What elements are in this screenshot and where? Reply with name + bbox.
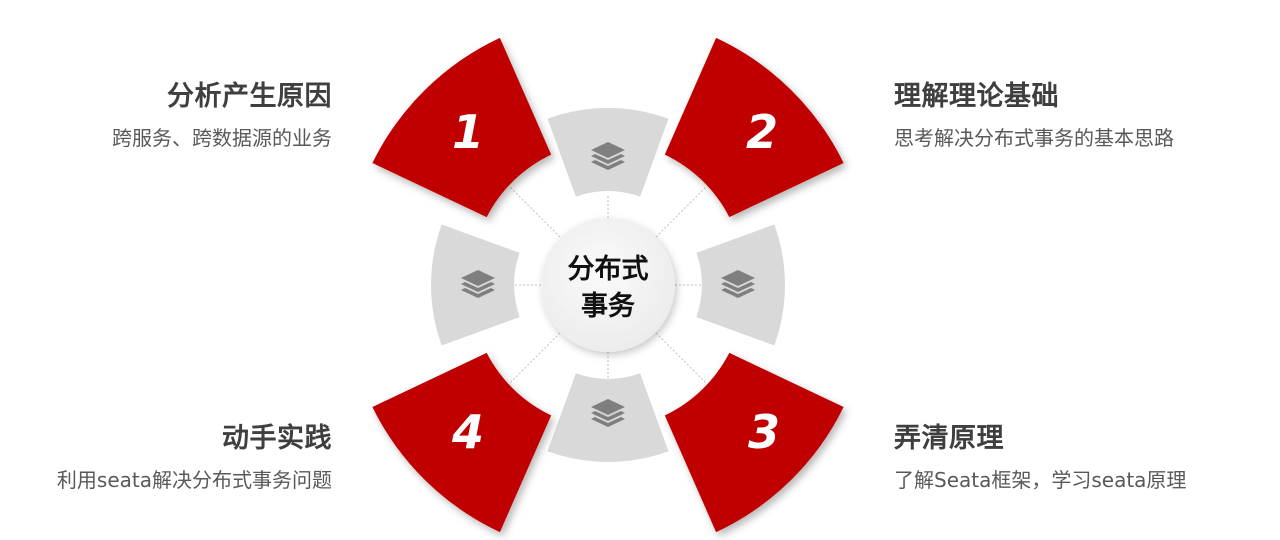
gray-segment-right (696, 224, 785, 346)
step-number-1: 1 (452, 105, 484, 159)
step-title: 分析产生原因 (167, 81, 332, 112)
step-title: 理解理论基础 (894, 81, 1059, 112)
step-description: 跨服务、跨数据源的业务 (112, 126, 332, 150)
step-label-2: 理解理论基础 思考解决分布式事务的基本思路 (894, 80, 1174, 152)
step-description: 利用seata解决分布式事务问题 (56, 468, 332, 492)
step-title: 动手实践 (222, 423, 332, 454)
step-number-4: 4 (451, 405, 484, 459)
step-segment-2[interactable]: 2 (664, 37, 844, 218)
gray-segment-bottom (547, 373, 669, 462)
step-number-3: 3 (748, 405, 780, 459)
center-hub: 分布式 事务 (541, 218, 675, 352)
dashed-spokes (509, 186, 707, 384)
gray-segment-left (431, 224, 520, 346)
step-label-3: 弄清原理 了解Seata框架，学习seata原理 (894, 422, 1186, 494)
step-description: 了解Seata框架，学习seata原理 (894, 468, 1187, 492)
step-description: 思考解决分布式事务的基本思路 (894, 126, 1174, 150)
step-title: 弄清原理 (894, 423, 1004, 454)
gray-segment-top (547, 108, 669, 197)
step-segment-4[interactable]: 4 (372, 352, 552, 533)
step-label-1: 分析产生原因 跨服务、跨数据源的业务 (112, 80, 332, 152)
step-segment-1[interactable]: 1 (372, 37, 552, 218)
step-label-4: 动手实践 利用seata解决分布式事务问题 (57, 422, 332, 494)
center-title-line1: 分布式 (568, 254, 649, 285)
step-segment-3[interactable]: 3 (664, 352, 844, 533)
step-number-2: 2 (746, 105, 778, 159)
center-title-line2: 事务 (581, 291, 635, 322)
